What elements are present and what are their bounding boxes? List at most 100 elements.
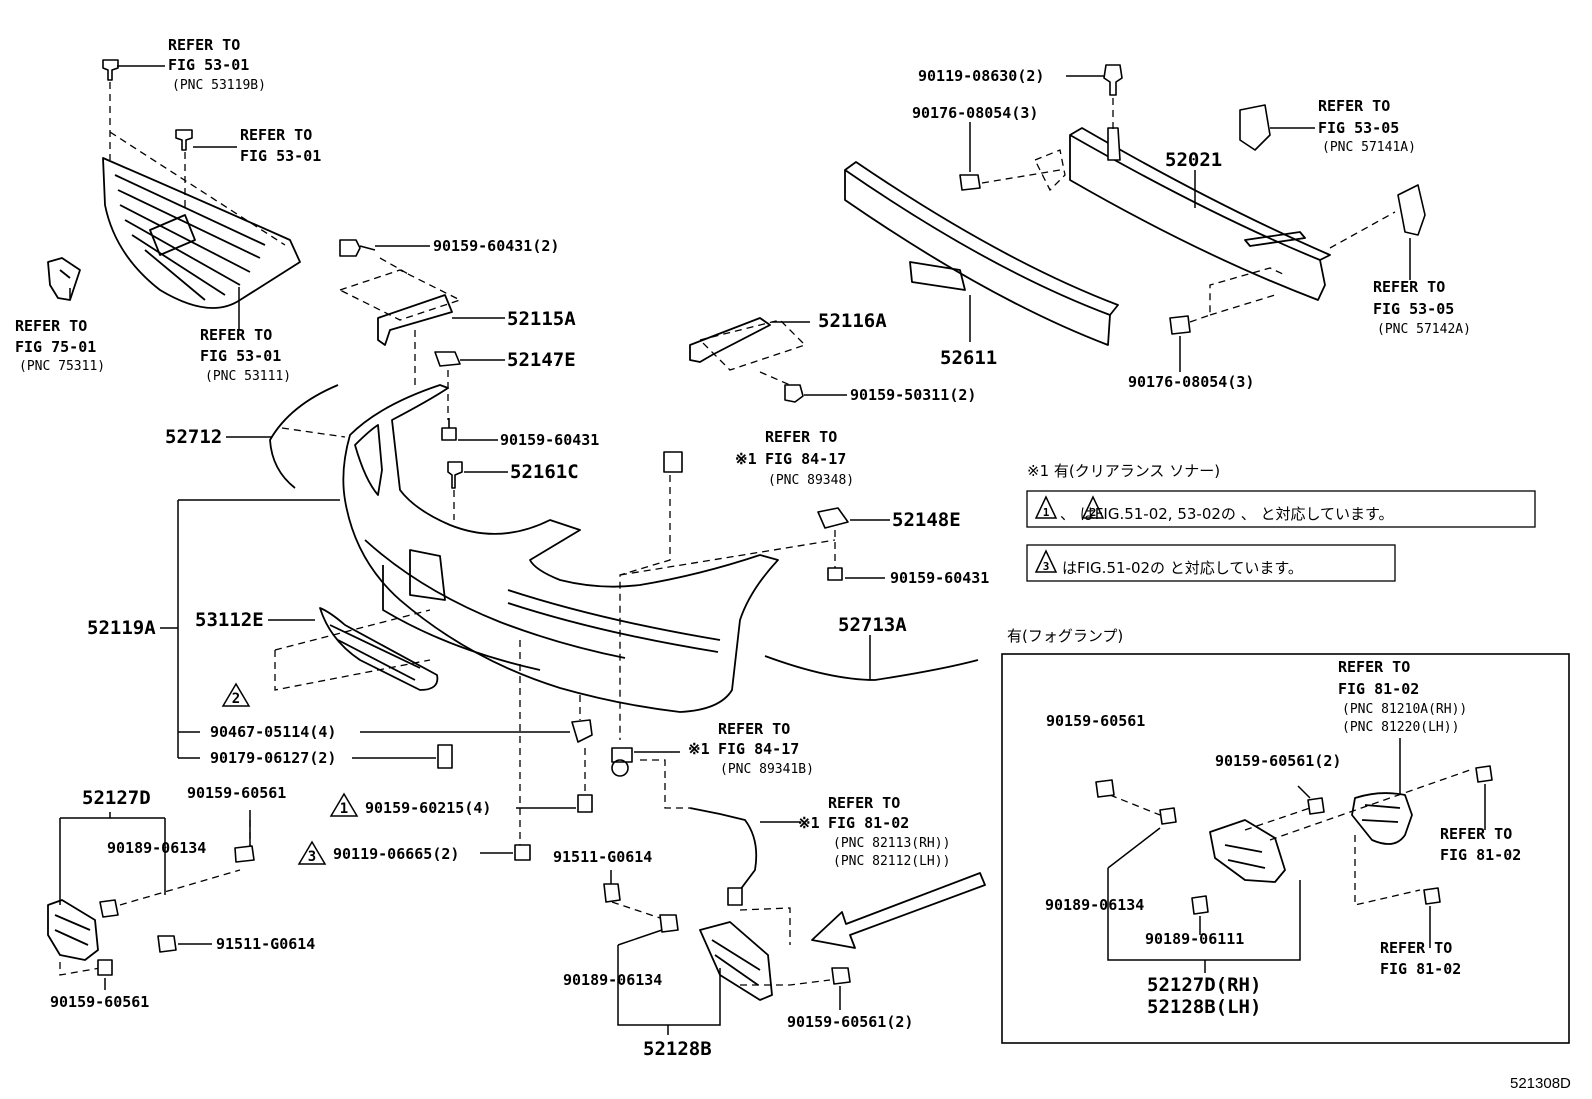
label-tri1: 1 [1043,506,1050,519]
label-refer-to: REFER TO [1440,825,1512,843]
label-r9-fig: FIG 81-02 [828,814,909,832]
label-r10-pnc2: (PNC 81220(LH)) [1342,720,1459,735]
label-r6-fig: FIG 53-05 [1373,300,1454,318]
label-r5-fig: FIG 53-05 [1318,119,1399,137]
bolt-90159-50311 [784,384,804,403]
label-r9-pnc1: (PNC 82113(RH)) [833,836,950,851]
fog-cover-52128B [699,921,773,1001]
clip-detail-90189-06134 [1159,807,1177,825]
lower-grille-53112E [319,607,439,691]
note-triangle-2: 2 [221,682,251,707]
bolt-left-90159-60561-b [97,959,113,976]
sonar-sensor [611,747,633,777]
label-p52119a: 52119A [87,617,156,639]
sonar-note: ※1 有(クリアランス ソナー) [1027,462,1220,480]
label-f8: 90467-05114(4) [210,723,336,741]
bolt-90119-08630 [1103,64,1123,161]
note-triangle-1: 1 [329,792,359,817]
bolt-detail-ref-b [1423,887,1441,905]
label-p52116a: 52116A [818,310,887,332]
label-tri3: 3 [1043,560,1050,573]
label-f20: 90159-60561(2) [1215,752,1341,770]
bolt-90119-06665 [514,844,531,861]
bolt-left-90159-60561-a [234,845,255,863]
label-f12: 91511-G0614 [553,848,652,866]
clip-90179 [437,744,453,769]
fog-cover-52127D [47,899,99,961]
label-f18: 90159-60561 [50,993,149,1011]
bumper-molding-52713A [764,655,979,681]
label-r3-pnc: (PNC 75311) [19,359,105,374]
reinforcement-52021 [1069,127,1331,301]
label-f22: 90189-06111 [1145,930,1244,948]
label-note1: 、 はFIG.51-02, 53-02の 、 と対応しています。 [1060,505,1394,523]
label-p52021: 52021 [1165,149,1222,171]
bolt-detail-90159-60561-b [1307,797,1325,815]
label-refer-to: REFER TO [765,428,837,446]
label-f13: 90189-06134 [563,971,662,989]
label-r10-pnc1: (PNC 81210A(RH)) [1342,702,1467,717]
label-r2-fig: FIG 53-01 [240,147,321,165]
label-r8-pnc: (PNC 89341B) [720,762,814,777]
label-tri2: 2 [232,691,240,707]
label-kome1: ※1 [735,450,757,468]
label-tri1: 1 [340,801,348,817]
bracket-57142A [1397,184,1426,236]
bolt-detail-90159-60561-a [1095,779,1115,798]
bolt-detail-ref-a [1475,765,1493,783]
fog-lamp-assembly [1351,792,1413,845]
label-refer-to: REFER TO [718,720,790,738]
label-r7-fig: FIG 84-17 [765,450,846,468]
label-f14: 90159-60561(2) [787,1013,913,1031]
label-p52127d-rh: 52127D(RH) [1147,974,1261,996]
label-f10: 90159-60215(4) [365,799,491,817]
nut-90176-08054-b [1169,315,1191,335]
sonar-harness [689,807,758,906]
grille-clip-1 [102,59,119,81]
label-r12-fig: FIG 81-02 [1380,960,1461,978]
label-p52128b: 52128B [643,1038,712,1060]
label-f3: 90159-50311(2) [850,386,976,404]
emblem-part [47,257,81,301]
label-kome1: ※1 [798,814,820,832]
bolt-90159-60215 [577,794,593,813]
bracket-52116A [689,317,771,363]
radiator-grille [102,157,301,309]
bumper-molding-52712 [269,384,339,489]
clip-center-90189-06134 [659,914,679,933]
label-kome1: ※1 [688,740,710,758]
bracket-57141A [1239,104,1271,151]
note-box-2: 3 はFIG.51-02の と対応しています。 [1026,544,1396,582]
label-tri2: 2 [1090,506,1097,519]
label-p52712: 52712 [165,426,222,448]
retainer-52147E [434,351,461,367]
label-r5-pnc: (PNC 57141A) [1322,140,1416,155]
label-f21: 90189-06134 [1045,896,1144,914]
label-p52147e: 52147E [507,349,576,371]
nut-90176-08054-a [959,174,981,191]
fog-note: 有(フォグランプ) [1007,627,1123,645]
bolt-90159-60431-c [827,567,843,581]
retainer-52148E [817,507,849,529]
energy-absorber-52611 [844,161,1119,346]
front-bumper-cover [342,384,779,713]
detail-arrow [811,872,986,949]
label-f2: 90159-60431 [500,431,599,449]
clip-detail-90189-06111 [1191,895,1209,915]
label-refer-to: REFER TO [240,126,312,144]
grille-clip-2 [175,129,193,151]
label-p52115a: 52115A [507,308,576,330]
label-r4-fig: FIG 53-01 [200,347,281,365]
label-f9: 90179-06127(2) [210,749,336,767]
label-refer-to: REFER TO [168,36,240,54]
label-f5: 90119-08630(2) [918,67,1044,85]
label-r4-pnc: (PNC 53111) [205,369,291,384]
label-p52127d: 52127D [82,787,151,809]
label-refer-to: REFER TO [828,794,900,812]
note-box-1: 1 2 、 はFIG.51-02, 53-02の 、 と対応しています。 [1026,490,1536,528]
label-p52161c: 52161C [510,461,579,483]
label-refer-to: REFER TO [1373,278,1445,296]
label-r8-fig: FIG 84-17 [718,740,799,758]
label-f4: 90159-60431 [890,569,989,587]
